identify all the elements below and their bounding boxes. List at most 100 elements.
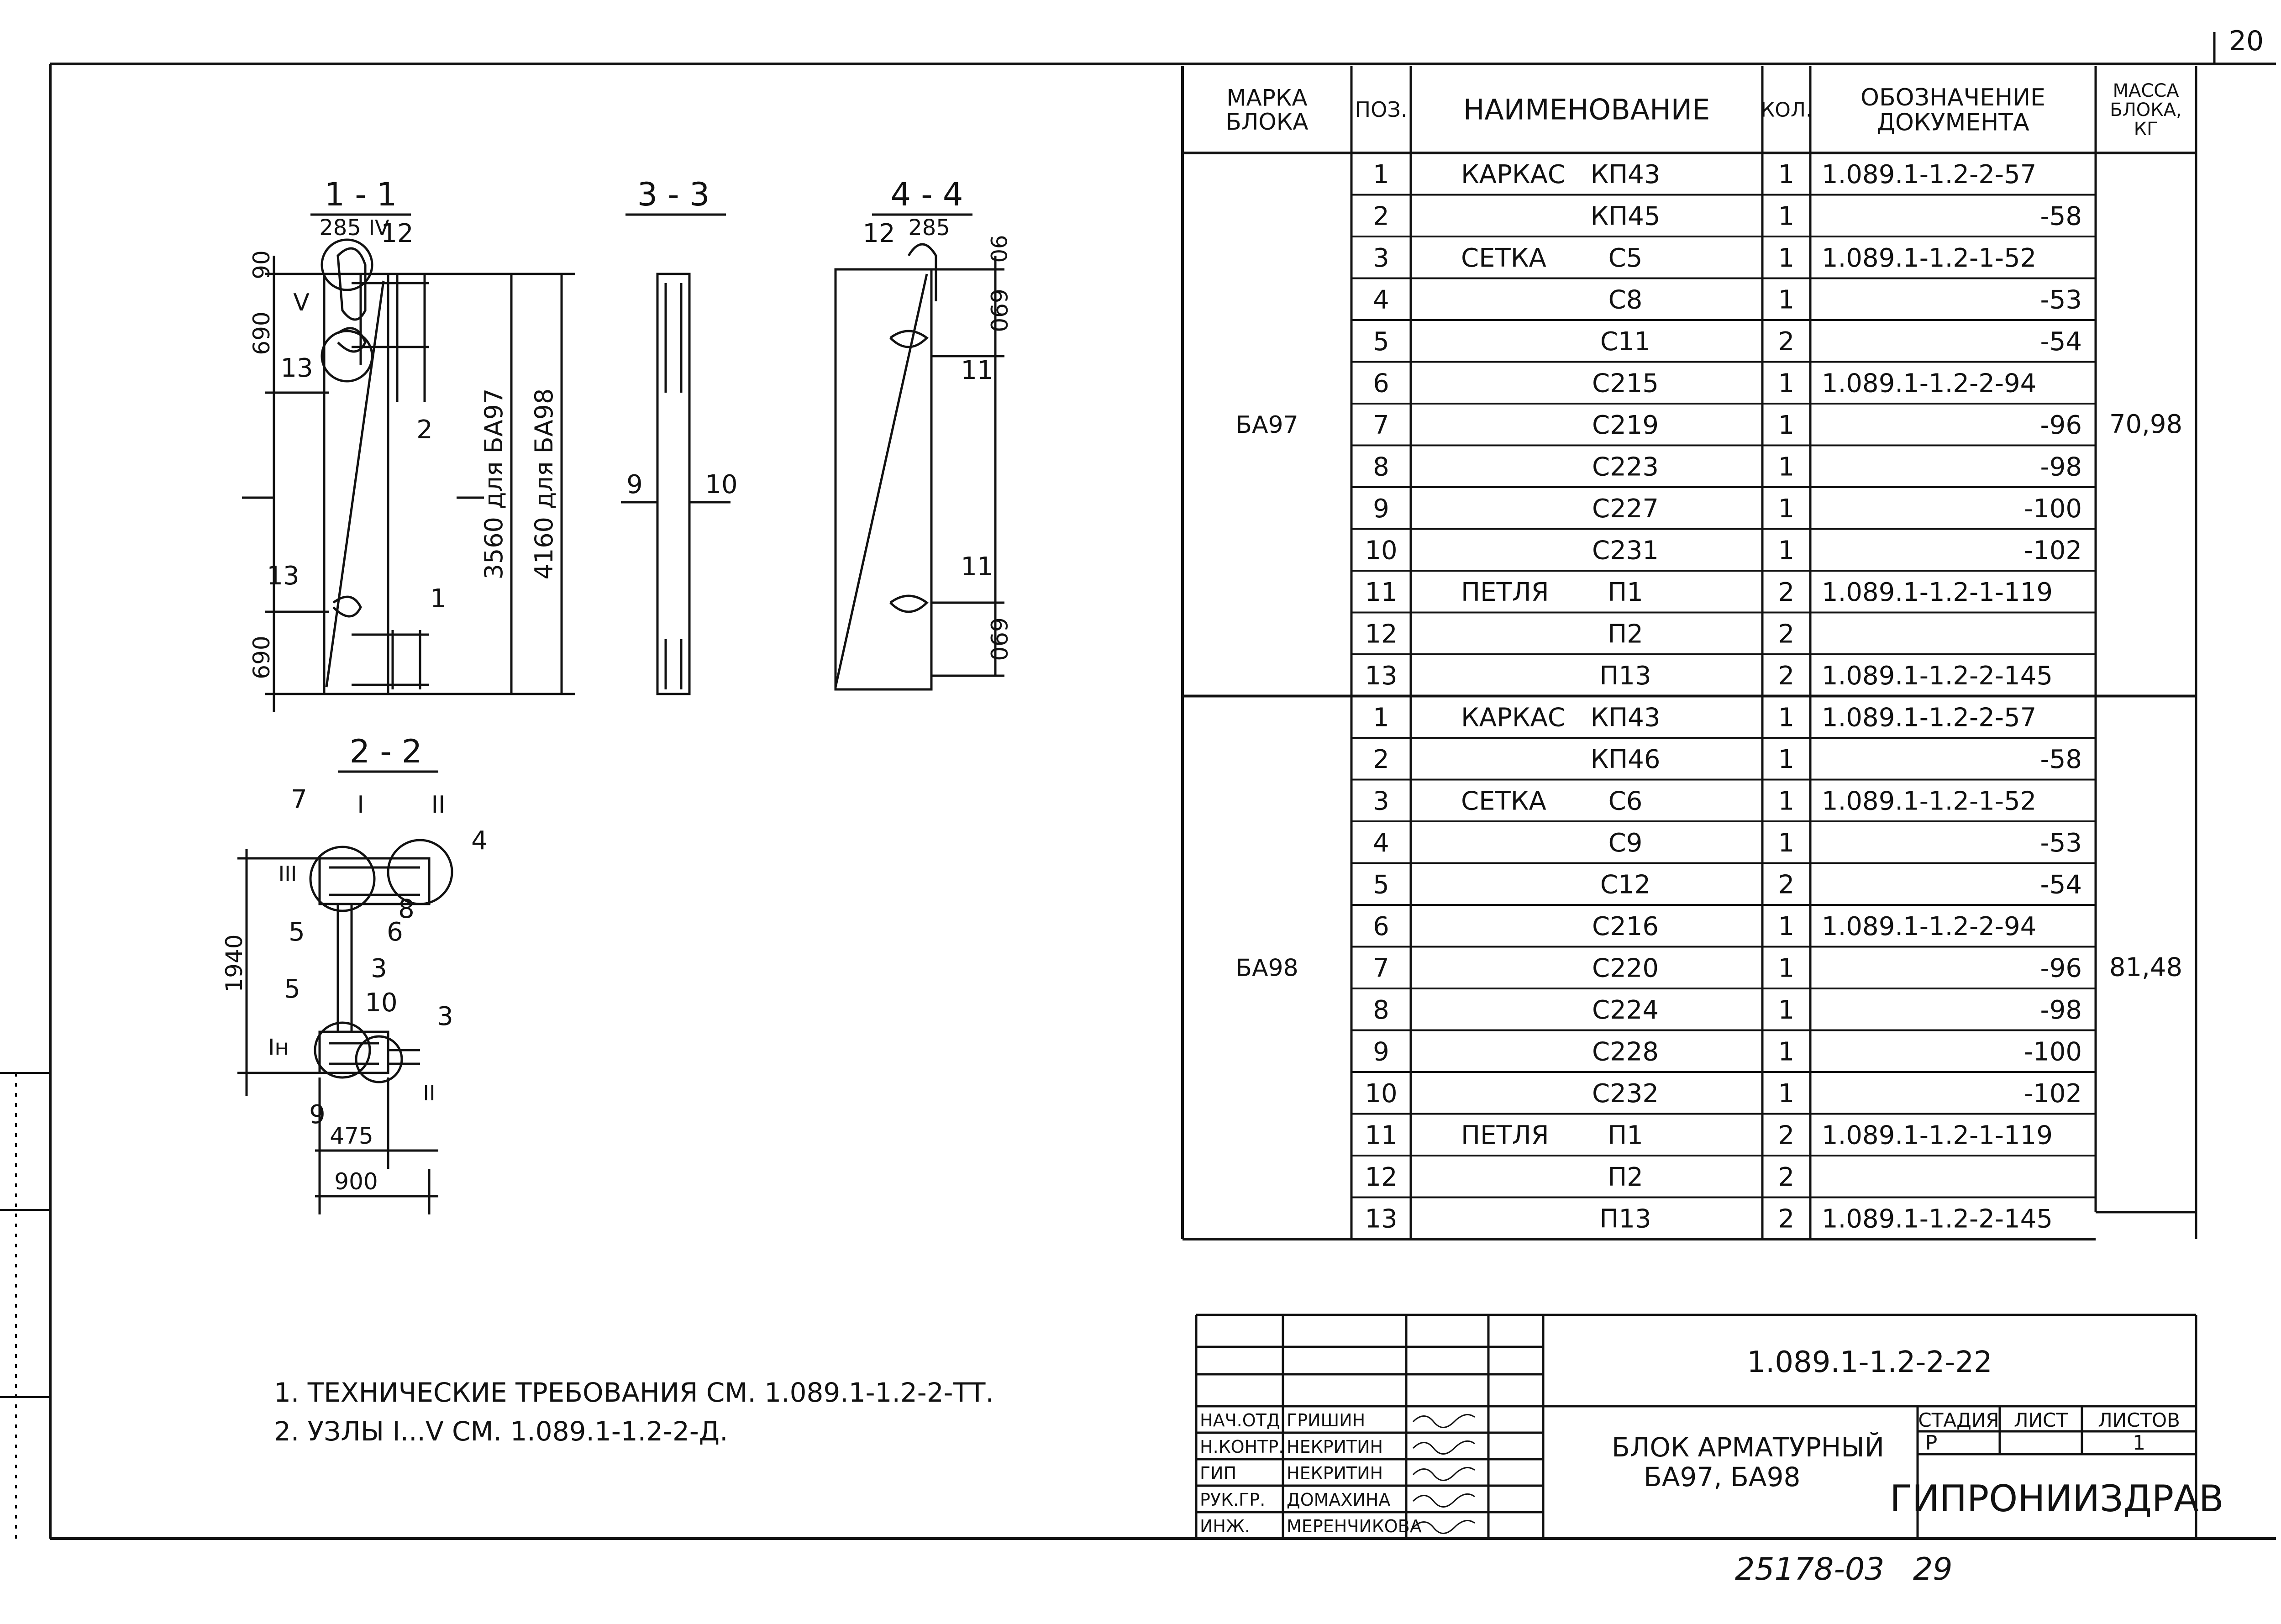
row-item: С231	[1592, 536, 1659, 565]
row-qty: 2	[1778, 661, 1795, 691]
header-mark: МАРКА	[1226, 84, 1307, 111]
title-line-2: БА97, БА98	[1644, 1461, 1800, 1493]
signature-mark	[1412, 1440, 1475, 1455]
row-doc: 1.089.1-1.2-1-52	[1822, 786, 2036, 816]
node-iii-label: III	[279, 862, 297, 886]
header-name: НАИМЕНОВАНИЕ	[1463, 93, 1710, 126]
row-pos: 1	[1373, 160, 1389, 189]
header-doc: ОБОЗНАЧЕНИЕ	[1861, 84, 2045, 111]
row-qty: 2	[1778, 327, 1795, 357]
position-callout: 8	[398, 894, 415, 924]
page-number: 20	[2229, 25, 2264, 57]
organization-name: ГИПРОНИИЗДРАВ	[1890, 1477, 2223, 1520]
node-in-label: Iн	[268, 1035, 289, 1060]
section-1-1-view: 1 - 1	[242, 176, 575, 712]
row-doc: -58	[2040, 745, 2082, 774]
position-callout: 13	[280, 353, 313, 383]
row-pos: 7	[1373, 953, 1389, 983]
row-item: С12	[1600, 870, 1650, 899]
row-doc: 1.089.1-1.2-2-145	[1822, 1204, 2053, 1234]
row-doc: 1.089.1-1.2-1-119	[1822, 1120, 2053, 1150]
row-qty: 1	[1778, 494, 1795, 524]
position-callout: 2	[416, 415, 433, 445]
archive-page: 29	[1913, 1551, 1953, 1587]
row-pos: 2	[1373, 745, 1389, 774]
row-item: П1	[1608, 1120, 1643, 1150]
row-qty: 1	[1778, 953, 1795, 983]
row-qty: 2	[1778, 1204, 1795, 1234]
row-qty: 2	[1778, 578, 1795, 607]
row-doc: -96	[2040, 410, 2082, 440]
dim-690-4-4-top: 690	[985, 289, 1012, 332]
row-item: КП43	[1590, 160, 1660, 189]
row-doc: 1.089.1-1.2-2-94	[1822, 912, 2036, 941]
position-callout: 3	[371, 954, 387, 983]
note-1: 1. ТЕХНИЧЕСКИЕ ТРЕБОВАНИЯ СМ. 1.089.1-1.…	[274, 1377, 994, 1408]
row-doc: 1.089.1-1.2-2-145	[1822, 661, 2053, 691]
sheets-header: ЛИСТОВ	[2098, 1409, 2180, 1431]
person-role: Н.КОНТР.	[1200, 1437, 1284, 1457]
position-callout: 10	[365, 988, 397, 1018]
row-pos: 4	[1373, 285, 1389, 315]
row-pos: 13	[1365, 1204, 1397, 1234]
position-callout: 11	[961, 552, 993, 582]
row-qty: 1	[1778, 243, 1795, 273]
position-callout: 12	[381, 219, 413, 248]
stage-value: Р	[1925, 1431, 1938, 1455]
position-callout: 5	[289, 917, 305, 947]
row-type: КАРКАС	[1461, 703, 1566, 732]
row-item: КП46	[1590, 745, 1660, 774]
row-doc: 1.089.1-1.2-1-119	[1822, 578, 2053, 607]
row-pos: 6	[1373, 368, 1389, 398]
dim-90-4-4: 90	[985, 235, 1011, 263]
row-pos: 7	[1373, 410, 1389, 440]
block-mass: 70,98	[2109, 410, 2182, 439]
position-callout: 9	[626, 470, 643, 499]
position-callout: 3	[437, 1002, 453, 1031]
row-qty: 1	[1778, 201, 1795, 231]
row-item: П2	[1608, 619, 1643, 649]
signature-mark	[1412, 1493, 1475, 1508]
row-qty: 1	[1778, 536, 1795, 565]
row-pos: 6	[1373, 912, 1389, 941]
row-pos: 8	[1373, 995, 1389, 1025]
row-pos: 3	[1373, 243, 1389, 273]
dim-3560: 3560 для БА97	[479, 389, 508, 580]
row-pos: 12	[1365, 1162, 1397, 1192]
row-pos: 13	[1365, 661, 1397, 691]
dim-475: 475	[330, 1123, 373, 1149]
row-qty: 1	[1778, 703, 1795, 732]
dim-4160: 4160 для БА98	[530, 389, 558, 580]
position-callout: 1	[430, 584, 447, 614]
dim-90: 90	[248, 250, 275, 279]
person-role: ГИП	[1200, 1463, 1236, 1483]
section-3-3-label: 3 - 3	[637, 176, 710, 213]
row-qty: 1	[1778, 995, 1795, 1025]
node-v-label: V	[293, 289, 310, 316]
row-type: ПЕТЛЯ	[1461, 1120, 1549, 1150]
person-name: НЕКРИТИН	[1287, 1463, 1383, 1483]
position-callout: 13	[267, 561, 299, 591]
row-pos: 11	[1365, 578, 1397, 607]
row-doc: -100	[2024, 1037, 2082, 1067]
row-pos: 2	[1373, 201, 1389, 231]
position-callout: 11	[961, 356, 993, 385]
header-mass: БЛОКА,	[2110, 100, 2181, 121]
block-mass: 81,48	[2109, 952, 2182, 982]
row-qty: 2	[1778, 870, 1795, 899]
dim-1940: 1940	[221, 934, 247, 992]
block-mark: БА97	[1235, 411, 1298, 439]
row-item: С8	[1608, 285, 1643, 315]
row-doc: 1.089.1-1.2-2-57	[1822, 160, 2036, 189]
block-mark: БА98	[1235, 954, 1298, 982]
person-name: МЕРЕНЧИКОВА	[1287, 1516, 1422, 1536]
row-pos: 12	[1365, 619, 1397, 649]
row-item: П1	[1608, 578, 1643, 607]
header-mass: КГ	[2134, 119, 2158, 140]
row-item: П13	[1599, 1204, 1651, 1234]
row-item: С220	[1592, 953, 1659, 983]
position-callout: 5	[284, 974, 300, 1004]
title-block-code: 1.089.1-1.2-2-22	[1747, 1345, 1992, 1379]
